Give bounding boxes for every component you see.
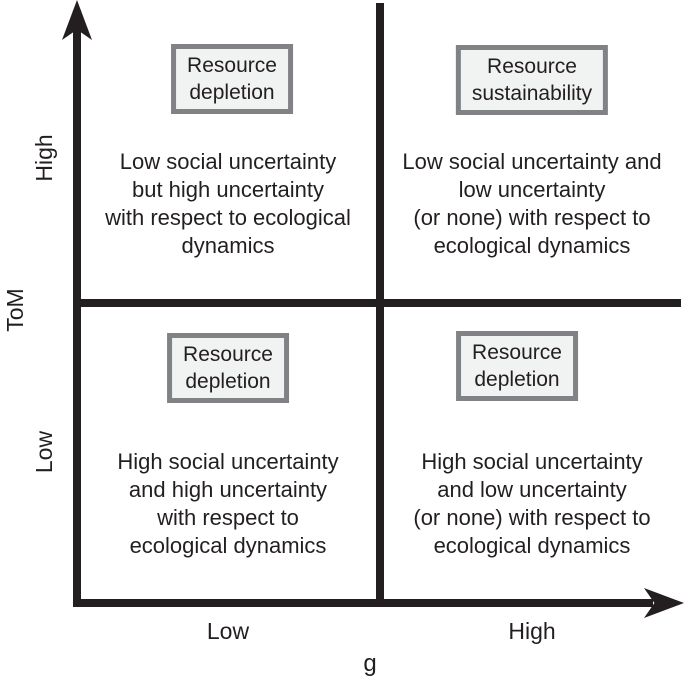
description-line: and low uncertainty <box>437 477 627 502</box>
description-line: ecological dynamics <box>433 533 631 558</box>
horizontal-divider <box>73 299 681 307</box>
quadrant-box-bottom-right: Resource depletion <box>456 331 578 401</box>
description-line: High social uncertainty <box>117 449 339 474</box>
quadrant-box-top-right: Resource sustainability <box>455 45 609 115</box>
box-label-line: Resource <box>487 55 577 78</box>
description-line: low uncertainty <box>458 177 606 202</box>
y-axis-line <box>73 10 81 607</box>
quadrant-text-bottom-right: High social uncertainty and low uncertai… <box>384 448 680 560</box>
box-label-line: Resource <box>187 54 277 77</box>
quadrant-text-top-left: Low social uncertainty but high uncertai… <box>80 148 376 260</box>
description-line: dynamics <box>181 233 275 258</box>
box-label-line: sustainability <box>471 82 593 105</box>
y-axis-title: ToM <box>1 288 28 332</box>
quadrant-box-bottom-left: Resource depletion <box>167 333 289 403</box>
description-line: Low social uncertainty <box>119 149 337 174</box>
description-line: and high uncertainty <box>128 477 328 502</box>
description-line: (or none) with respect to <box>413 205 651 230</box>
description-line: but high uncertainty <box>131 177 325 202</box>
description-line: ecological dynamics <box>129 533 327 558</box>
description-line: with respect to ecological <box>105 205 351 230</box>
quadrant-box-top-left: Resource depletion <box>171 44 293 114</box>
x-axis-title: g <box>363 650 377 677</box>
box-label-line: Resource <box>183 343 273 366</box>
x-axis-high-label: High <box>508 618 556 644</box>
description-line: (or none) with respect to <box>413 505 651 530</box>
quadrant-text-top-right: Low social uncertainty and low uncertain… <box>384 148 680 260</box>
x-axis-low-label: Low <box>206 618 250 644</box>
quadrant-text-bottom-left: High social uncertainty and high uncerta… <box>80 448 376 560</box>
box-label-line: depletion <box>474 368 560 391</box>
y-axis-low-label: Low <box>30 430 57 474</box>
box-label-line: depletion <box>189 81 275 104</box>
description-line: with respect to <box>157 505 299 530</box>
description-line: Low social uncertainty and <box>402 149 662 174</box>
description-line: High social uncertainty <box>421 449 643 474</box>
box-label-line: Resource <box>472 341 562 364</box>
y-axis-high-label: High <box>30 134 57 182</box>
box-label-line: depletion <box>185 370 271 393</box>
description-line: ecological dynamics <box>433 233 631 258</box>
x-axis-line <box>73 599 653 607</box>
